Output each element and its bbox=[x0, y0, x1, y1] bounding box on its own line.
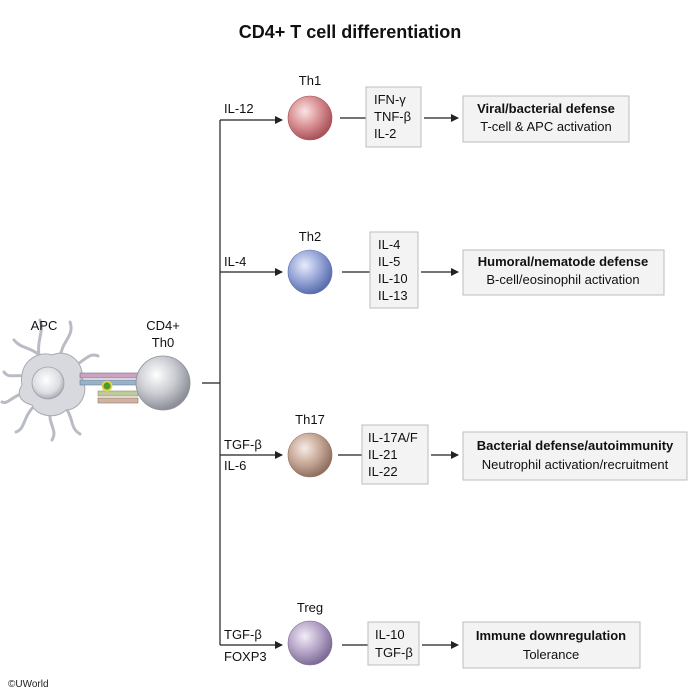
treg-inducer: FOXP3 bbox=[224, 649, 267, 664]
branch-th1: IL-12 Th1 IFN-γ TNF-β IL-2 Viral/bacteri… bbox=[220, 73, 630, 148]
th2-cytokine: IL-13 bbox=[378, 288, 408, 303]
th1-cell-label: Th1 bbox=[299, 73, 321, 88]
th2-cell-label: Th2 bbox=[299, 229, 321, 244]
treg-function-title: Immune downregulation bbox=[476, 628, 626, 643]
branch-th2: IL-4 Th2 IL-4 IL-5 IL-10 IL-13 Humoral/n… bbox=[220, 229, 665, 309]
treg-cell-label: Treg bbox=[297, 600, 323, 615]
th17-inducer: IL-6 bbox=[224, 458, 246, 473]
th1-cytokine: IL-2 bbox=[374, 126, 396, 141]
th17-cytokine: IL-22 bbox=[368, 464, 398, 479]
apc-cell bbox=[0, 318, 100, 442]
th17-cytokine: IL-21 bbox=[368, 447, 398, 462]
treg-cytokine-box bbox=[367, 621, 420, 666]
diagram-title: CD4+ T cell differentiation bbox=[238, 22, 462, 42]
th17-cytokine-box bbox=[361, 424, 429, 485]
th1-cytokine: IFN-γ bbox=[374, 92, 406, 107]
th2-cytokine: IL-10 bbox=[378, 271, 408, 286]
apc-nucleus bbox=[31, 366, 65, 400]
th0-label-line1: CD4+ bbox=[146, 318, 180, 333]
copyright-notice: ©UWorld bbox=[8, 679, 49, 690]
th17-function-detail: Neutrophil activation/recruitment bbox=[482, 457, 669, 472]
th1-function-title: Viral/bacterial defense bbox=[477, 101, 615, 116]
treg-function-detail: Tolerance bbox=[523, 647, 579, 662]
th1-cytokine-box bbox=[365, 86, 422, 148]
th17-cell bbox=[287, 432, 333, 478]
th2-inducer: IL-4 bbox=[224, 254, 246, 269]
treg-cytokine: TGF-β bbox=[375, 645, 413, 660]
th17-function-box bbox=[462, 431, 688, 481]
th2-cell bbox=[287, 249, 333, 295]
apc-label: APC bbox=[31, 318, 58, 333]
th1-inducer: IL-12 bbox=[224, 101, 254, 116]
branch-th17: TGF-β IL-6 Th17 IL-17A/F IL-21 IL-22 Bac… bbox=[220, 412, 688, 485]
th1-function-detail: T-cell & APC activation bbox=[480, 119, 612, 134]
branch-treg: TGF-β FOXP3 Treg IL-10 TGF-β Immune down… bbox=[220, 600, 641, 669]
treg-inducer: TGF-β bbox=[224, 627, 262, 642]
treg-cell bbox=[287, 620, 333, 666]
th0-label-line2: Th0 bbox=[152, 335, 174, 350]
th2-cytokine-box bbox=[369, 231, 419, 309]
treg-function-box bbox=[462, 621, 641, 669]
th0-cell bbox=[135, 355, 191, 411]
th2-function-box bbox=[462, 249, 665, 296]
treg-cytokine: IL-10 bbox=[375, 627, 405, 642]
th17-inducer: TGF-β bbox=[224, 437, 262, 452]
th1-cytokine: TNF-β bbox=[374, 109, 411, 124]
th2-cytokine: IL-4 bbox=[378, 237, 400, 252]
th17-cytokine: IL-17A/F bbox=[368, 430, 418, 445]
th1-function-box bbox=[462, 95, 630, 143]
th17-cell-label: Th17 bbox=[295, 412, 325, 427]
antigen-peptide bbox=[101, 380, 113, 392]
th1-cell bbox=[287, 95, 333, 141]
th17-function-title: Bacterial defense/autoimmunity bbox=[477, 438, 674, 453]
mhc-tcr-interaction bbox=[79, 372, 139, 404]
th2-function-detail: B-cell/eosinophil activation bbox=[486, 272, 639, 287]
th2-function-title: Humoral/nematode defense bbox=[478, 254, 649, 269]
th2-cytokine: IL-5 bbox=[378, 254, 400, 269]
